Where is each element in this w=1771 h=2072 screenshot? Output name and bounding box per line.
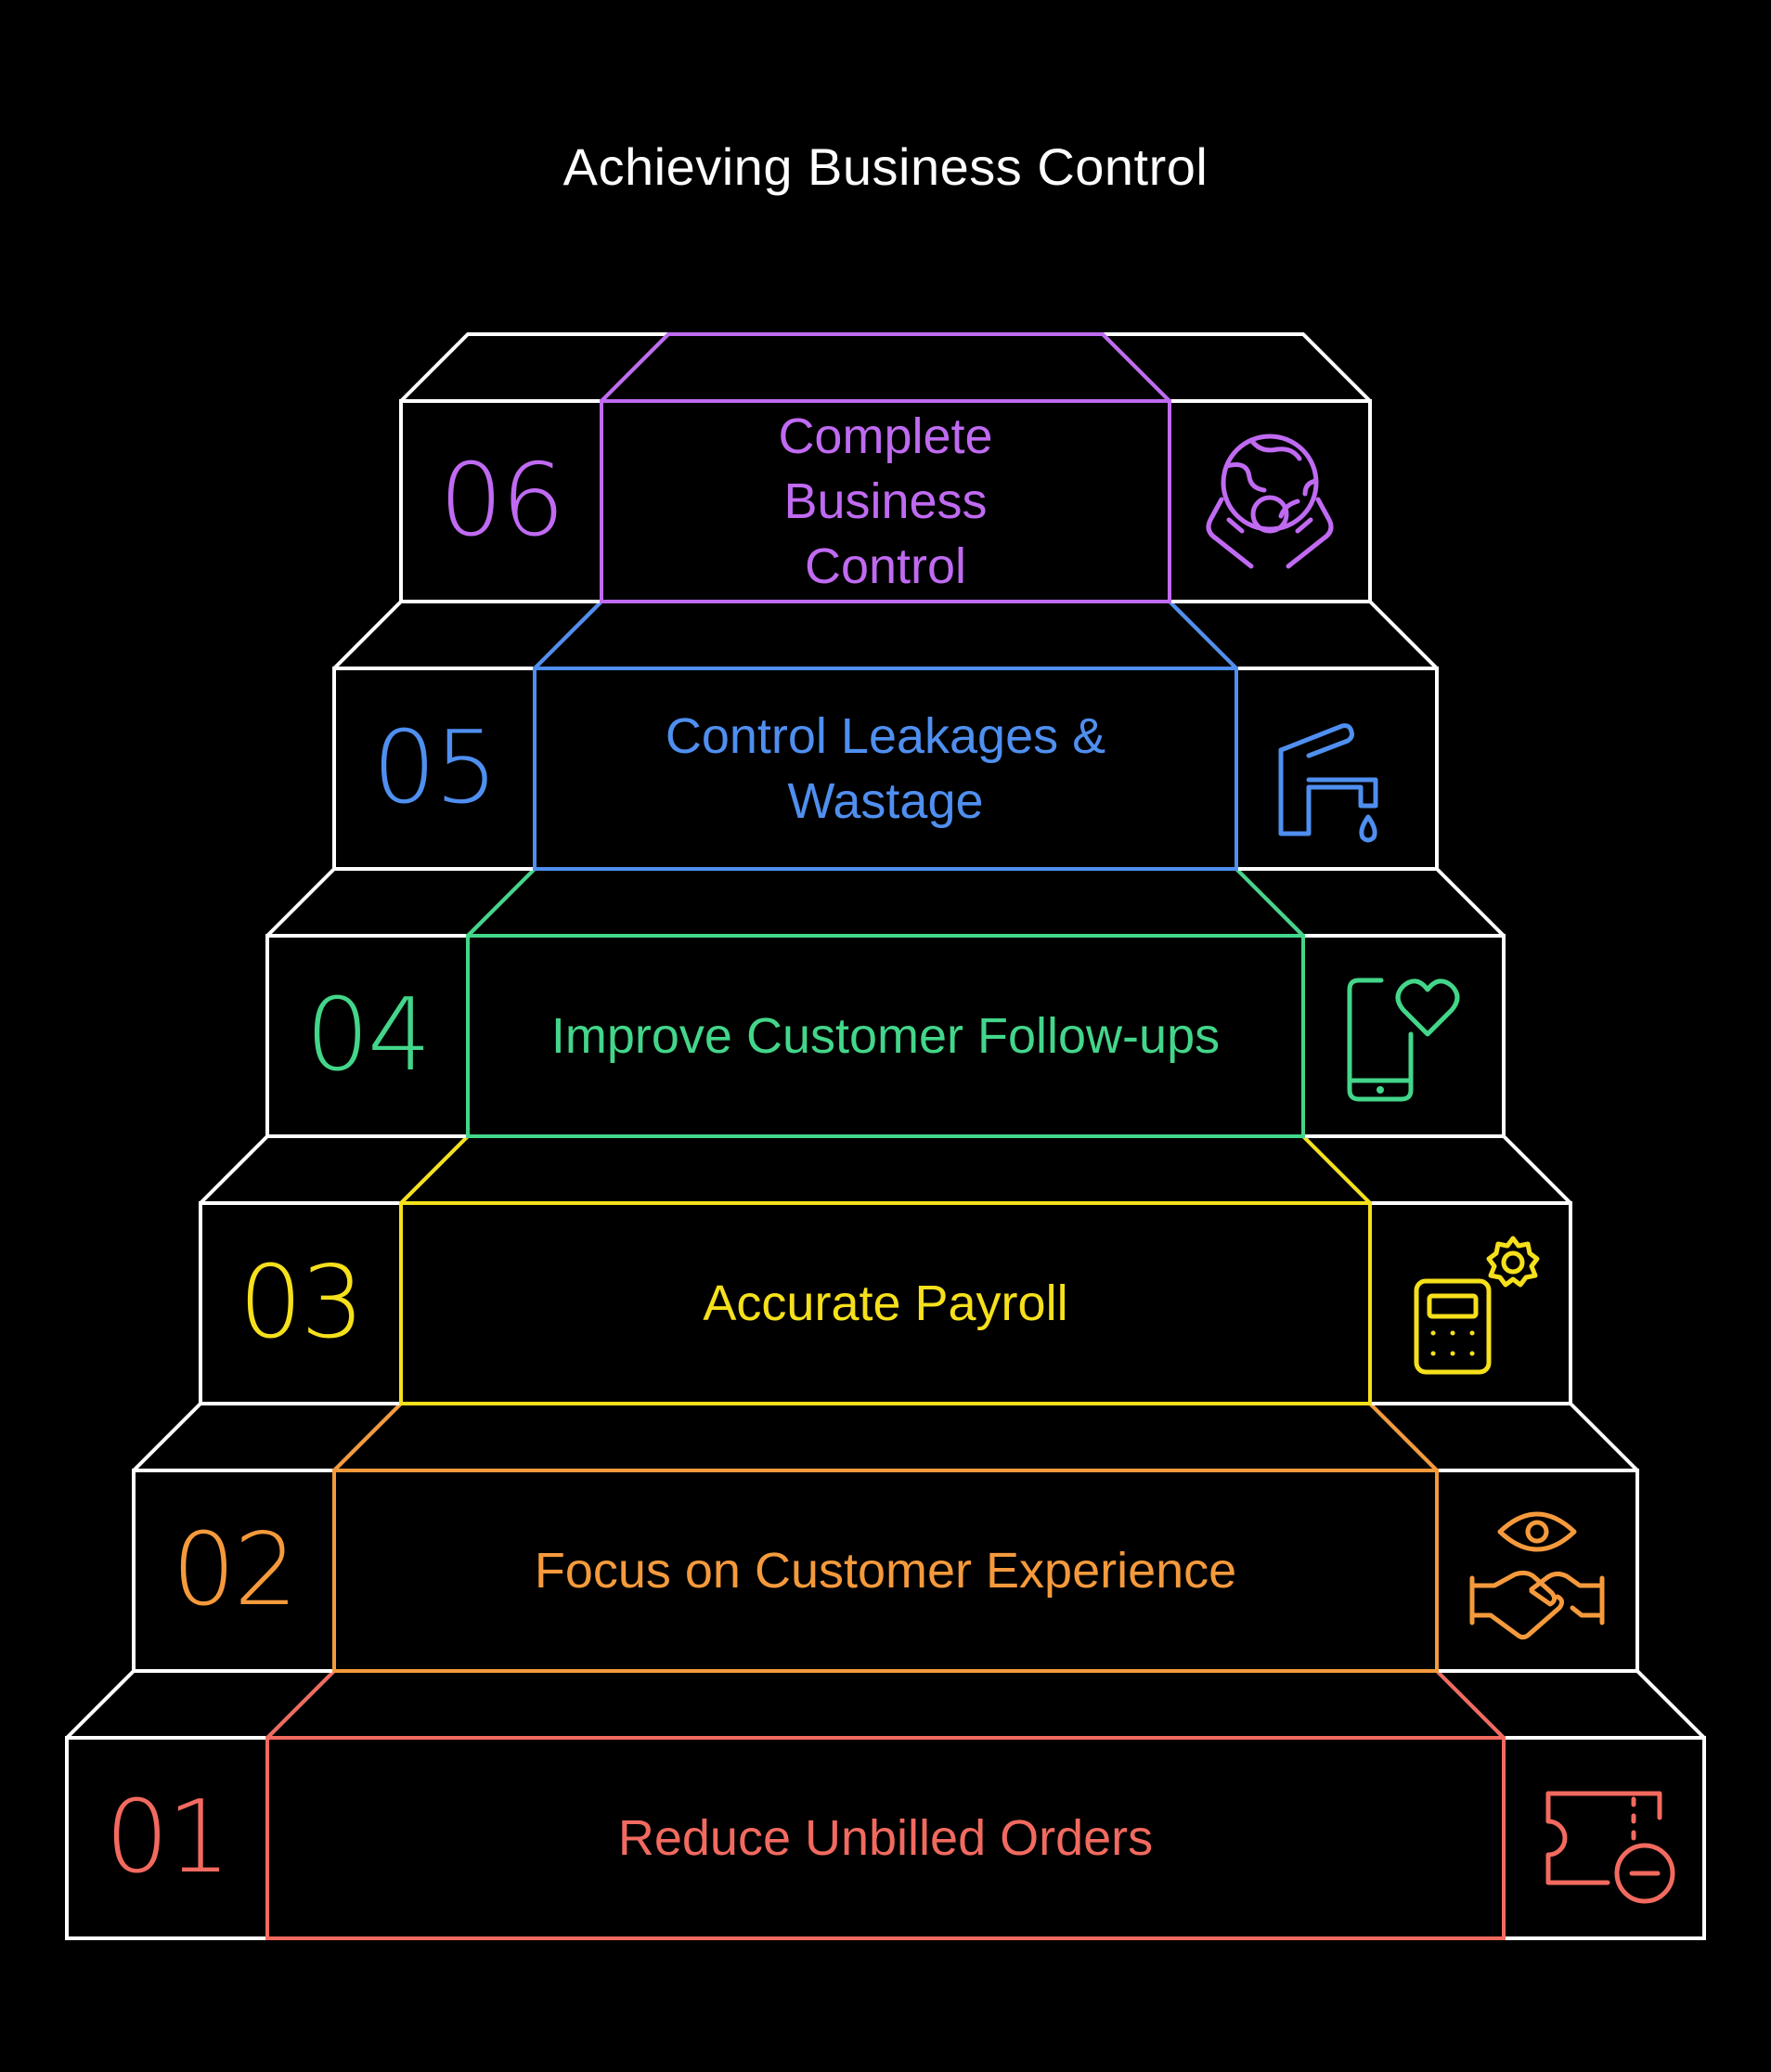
phone-heart-icon <box>1303 936 1504 1136</box>
step-number: 03 <box>239 1245 364 1361</box>
step-center-tread <box>399 1134 1372 1205</box>
step-center-tread <box>466 867 1305 938</box>
step-left-tread <box>265 867 536 938</box>
page-title: Achieving Business Control <box>562 137 1209 196</box>
step-center-block <box>399 1201 1372 1405</box>
step-left-tread <box>132 1402 403 1472</box>
step-left-tread <box>65 1669 336 1740</box>
step-03 <box>199 1134 1572 1405</box>
step-right-tread <box>1435 1669 1706 1740</box>
step-center-block <box>332 1469 1439 1673</box>
step-center-tread <box>533 600 1238 670</box>
step-label: Reduce Unbilled Orders <box>617 1810 1154 1866</box>
calculator-gear-icon <box>1370 1203 1571 1404</box>
step-center-tread <box>332 1402 1439 1472</box>
step-label: Control Leakages &Wastage <box>665 708 1106 829</box>
step-label: Accurate Payroll <box>703 1276 1068 1331</box>
step-label: Focus on Customer Experience <box>534 1543 1237 1599</box>
step-number: 05 <box>372 710 498 826</box>
eye-handshake-icon <box>1437 1470 1637 1671</box>
step-number: 04 <box>305 978 431 1094</box>
step-left-tread <box>399 332 670 403</box>
step-center-block <box>265 1736 1506 1940</box>
step-right-tread <box>1368 1402 1639 1472</box>
step-center-tread <box>600 332 1171 403</box>
step-left-tread <box>332 600 603 670</box>
step-06 <box>399 332 1372 603</box>
step-center-block <box>533 667 1238 871</box>
step-number: 01 <box>105 1780 230 1896</box>
step-number: 06 <box>439 443 564 559</box>
step-left-tread <box>199 1134 470 1205</box>
step-right-tread <box>1301 1134 1572 1205</box>
step-right-tread <box>1168 600 1439 670</box>
step-number: 02 <box>172 1512 297 1628</box>
coupon-minus-icon <box>1504 1738 1704 1938</box>
step-center-block <box>466 934 1305 1138</box>
step-center-block <box>600 399 1171 603</box>
step-right-tread <box>1101 332 1372 403</box>
step-center-tread <box>265 1669 1506 1740</box>
step-right-tread <box>1235 867 1506 938</box>
step-label: Improve Customer Follow-ups <box>550 1008 1221 1064</box>
globe-hands-icon <box>1170 401 1370 602</box>
faucet-drop-icon <box>1236 668 1437 869</box>
